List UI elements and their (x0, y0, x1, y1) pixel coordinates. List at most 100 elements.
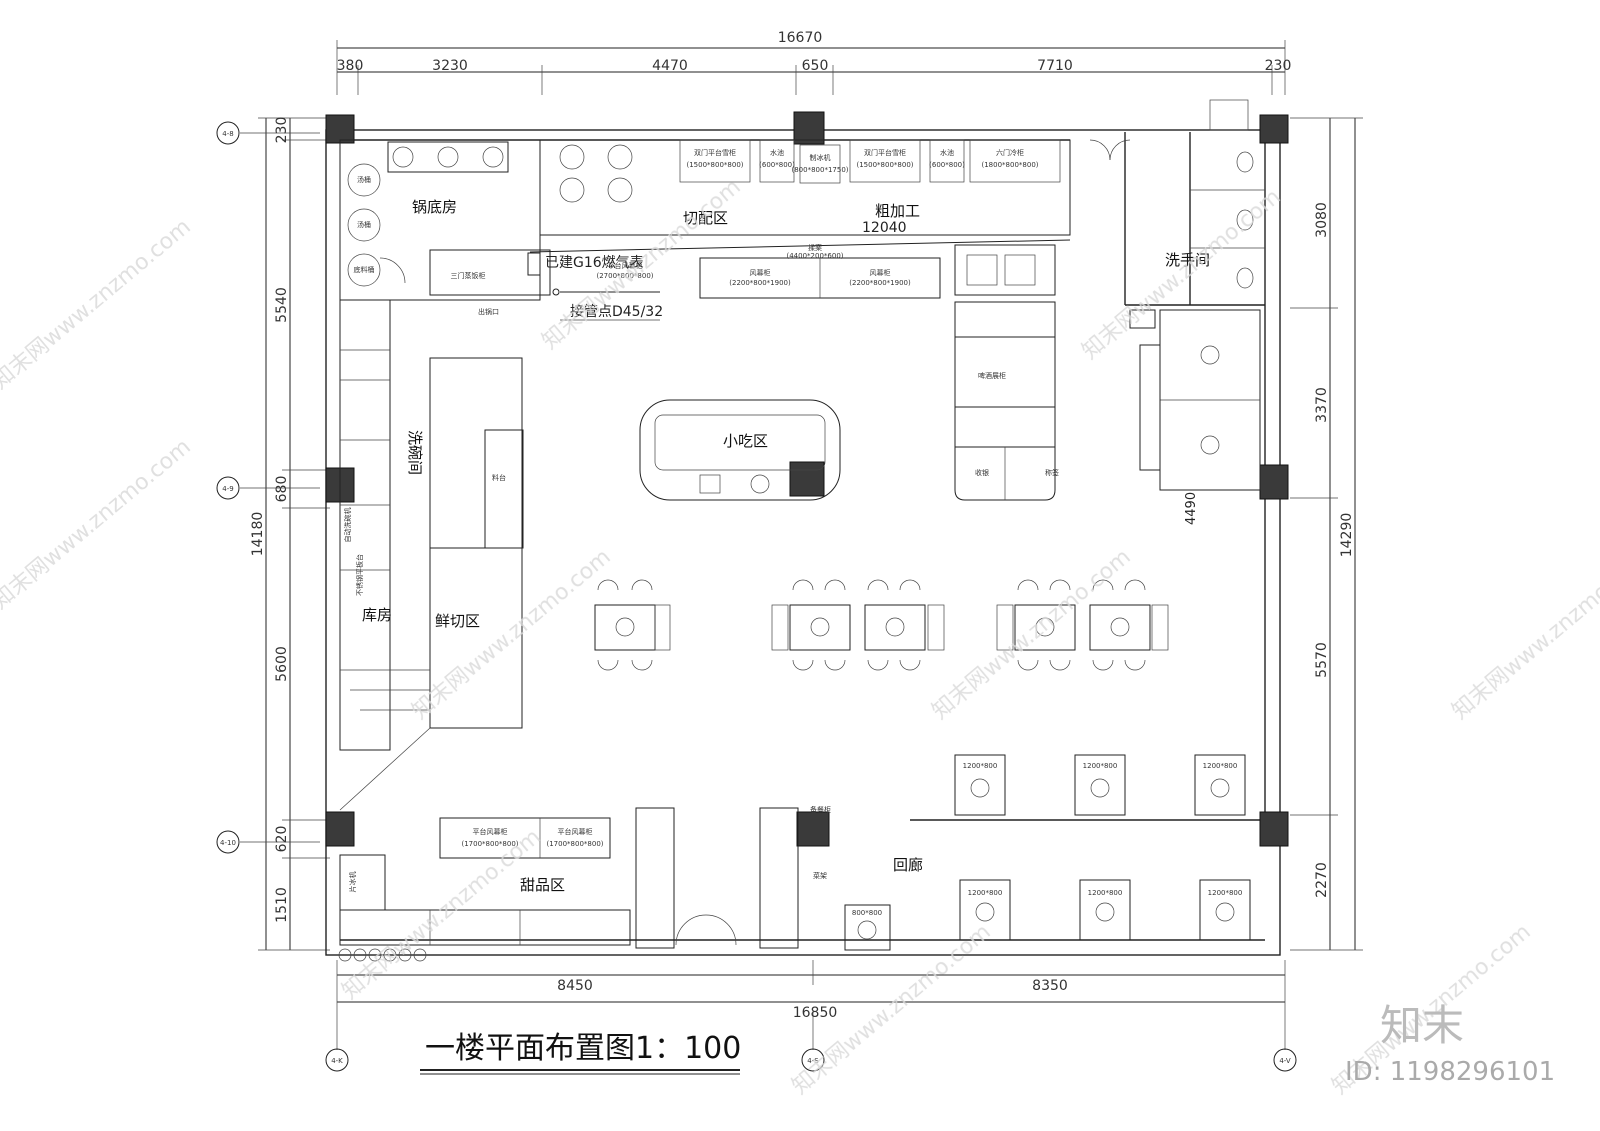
dim-right-3: 5570 (1314, 642, 1330, 678)
table-group-c (996, 579, 1169, 671)
table-size-e2: 1200*800 (1088, 889, 1123, 897)
room-xianqie: 鲜切区 (435, 612, 480, 630)
logo-mark: 知末 (1380, 1001, 1464, 1050)
dim-12040: 12040 (862, 220, 907, 236)
table-corridor: 800*800 (844, 904, 891, 951)
axis-bubbles: 4-8 4-9 4-10 4-K 4-S 4-V (216, 121, 1297, 1072)
equip-platform-1: 平台风幕柜 (608, 261, 643, 270)
axis-4-S: 4-S (807, 1057, 819, 1065)
equip-icemaker-size: (800*800*1750) (792, 166, 849, 174)
axis-4-K: 4-K (331, 1057, 343, 1065)
dim-left-3: 680 (274, 476, 290, 503)
equipment-labels: 双门平台雪柜 (1500*800*800) 水池 (600*800) 制冰机 (… (343, 139, 1061, 893)
equip-aircurtain-2-size: (2200*800*1900) (849, 279, 911, 287)
watermark-7: 知末网www.znzmo.com (1448, 544, 1600, 724)
title-block: 一楼平面布置图1：100 知末 ID: 1198296101 (420, 1001, 1555, 1087)
equip-dishwasher: 自动洗碗机 (343, 508, 352, 543)
table-row-e: 1200*800 1200*800 1200*800 (959, 879, 1251, 941)
dim-top-1: 380 (337, 58, 364, 74)
equip-freezer-1: 双门平台雪柜 (694, 148, 736, 157)
dim-left-1: 230 (274, 117, 290, 144)
columns (325, 111, 1289, 847)
dim-top-6: 230 (1265, 58, 1292, 74)
table-size-e1: 1200*800 (968, 889, 1003, 897)
watermark-3: 知末网www.znzmo.com (1078, 184, 1286, 364)
axis-4-8: 4-8 (222, 130, 233, 138)
snack-island (639, 399, 841, 501)
equip-dessert-1: 平台风幕柜 (473, 827, 508, 836)
dining-tables: 1200*800 1200*800 1200*800 1200*800 1200… (594, 579, 1251, 951)
room-guodi: 锅底房 (412, 198, 457, 216)
equip-freezer-2: 双门平台雪柜 (864, 148, 906, 157)
table-group-b (771, 579, 945, 671)
equip-steel-table: 不锈钢平板台 (355, 554, 364, 596)
watermark-5: 知末网www.znzmo.com (408, 544, 616, 724)
table-size-d2: 1200*800 (1083, 762, 1118, 770)
equip-steamer: 三门蒸饭柜 (451, 271, 486, 280)
room-kufang: 库房 (362, 606, 392, 624)
beicangui-label: 备餐柜 (810, 805, 831, 814)
dim-top-3: 4470 (652, 58, 688, 74)
liaotai-label: 料台 (492, 473, 506, 482)
equip-dessert-1-size: (1700*800*800) (462, 840, 519, 848)
left-dimensions: 14180 230 5540 680 5600 620 1510 (250, 117, 330, 951)
room-xiaochi: 小吃区 (723, 432, 768, 450)
equip-dessert-2: 平台风幕柜 (558, 827, 593, 836)
dim-right-4: 2270 (1314, 862, 1330, 898)
gas-meter-note: 已建G16燃气表 (545, 254, 644, 271)
table-row-d: 1200*800 1200*800 1200*800 (954, 754, 1246, 816)
dim-right-1: 3080 (1314, 202, 1330, 238)
axis-4-V: 4-V (1279, 1057, 1291, 1065)
equip-aircurtain-1: 风幕柜 (750, 268, 771, 277)
equip-soup-2: 汤桶 (357, 220, 371, 229)
equip-soup-1: 汤桶 (357, 175, 371, 184)
watermark-4: 知末网www.znzmo.com (0, 434, 196, 614)
equip-six-door-size: (1800*800*800) (982, 161, 1039, 169)
watermark-1: 知末网www.znzmo.com (0, 214, 196, 394)
top-dimensions: 16670 380 3230 4470 650 7710 230 (337, 30, 1292, 95)
bar-stools (338, 948, 427, 962)
equip-base-tank: 底料桶 (354, 265, 375, 274)
equip-aircurtain-1-size: (2200*800*1900) (729, 279, 791, 287)
equip-freezer-1-size: (1500*800*800) (687, 161, 744, 169)
bottom-dimensions: 8450 8350 16850 (336, 960, 1286, 1021)
stove-burners (347, 141, 1036, 287)
caijia-label: 菜架 (813, 871, 827, 880)
booth-area (1129, 309, 1261, 491)
room-tianpin: 甜品区 (520, 876, 565, 894)
right-dimensions: 3080 3370 5570 2270 14290 (1290, 117, 1363, 951)
equip-platform-1-size: (2700*800*800) (597, 272, 654, 280)
dim-top-total: 16670 (778, 30, 823, 46)
drawing-id: ID: 1198296101 (1345, 1057, 1555, 1087)
annotations: 12040 已建G16燃气表 接管点D45/32 出锅口 料台 收银 称签 啤酒… (478, 220, 1199, 880)
dim-left-4: 5600 (274, 646, 290, 682)
table-size-d1: 1200*800 (963, 762, 998, 770)
restroom-fixtures (1089, 99, 1265, 289)
equip-aircurtain-2: 风幕柜 (870, 268, 891, 277)
dim-right-2: 3370 (1314, 387, 1330, 423)
watermark-6: 知末网www.znzmo.com (928, 544, 1136, 724)
table-size-e3: 1200*800 (1208, 889, 1243, 897)
dim-right-total: 14290 (1339, 513, 1355, 558)
kitchen-partitions (339, 139, 1071, 949)
shouyin-label: 收银 (975, 468, 989, 477)
dim-left-5: 620 (274, 826, 290, 853)
equip-kneading-size: (4400*200*600) (787, 252, 844, 260)
table-group-a (594, 579, 671, 671)
equip-icemaker: 制冰机 (810, 153, 831, 162)
watermarks: 知末网www.znzmo.com 知末网www.znzmo.com 知末网www… (0, 174, 1600, 1099)
room-cujiagong: 粗加工 (875, 202, 920, 220)
room-qiepei: 切配区 (683, 209, 728, 227)
dim-left-total: 14180 (250, 512, 266, 557)
drawing-title: 一楼平面布置图1：100 (425, 1031, 741, 1066)
dim-top-5: 7710 (1037, 58, 1073, 74)
dim-left-6: 1510 (274, 887, 290, 923)
doors (379, 257, 737, 946)
room-huilang: 回廊 (893, 856, 923, 874)
dim-bottom-2: 8350 (1032, 978, 1068, 994)
room-xiwanjian: 洗碗间 (406, 430, 424, 475)
pipe-note: 接管点D45/32 (570, 303, 663, 320)
equip-sink-2: 水池 (940, 148, 954, 157)
equip-sink-2-size: (600*800) (929, 161, 965, 169)
equip-dessert-2-size: (1700*800*800) (547, 840, 604, 848)
